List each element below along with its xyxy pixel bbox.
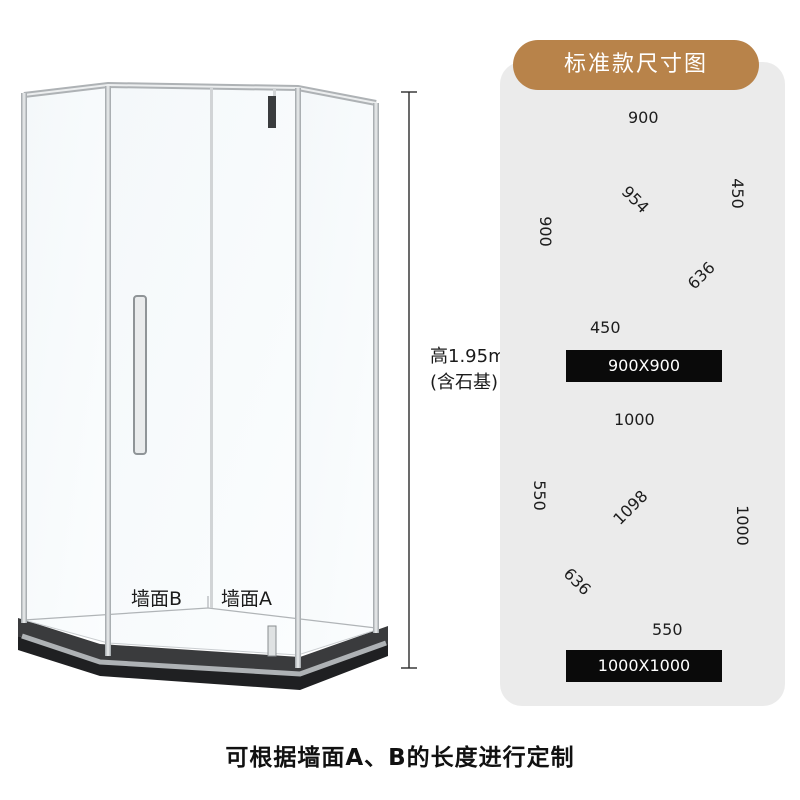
height-note: (含石基) [430, 372, 499, 393]
height-dimension [401, 91, 417, 669]
floor-lines [23, 596, 377, 629]
spec-panel [500, 62, 785, 706]
dim-1000-left: 550 [529, 480, 549, 511]
dim-900-bottom: 450 [590, 318, 621, 337]
dim-1000-bottom: 550 [652, 620, 683, 639]
dim-1000-right: 1000 [732, 505, 752, 546]
wall-a-label: 墙面A [221, 588, 272, 610]
door-handle[interactable] [133, 295, 147, 455]
dim-1000-top: 1000 [614, 410, 655, 429]
dim-900-top: 900 [628, 108, 659, 127]
spec-title-badge: 标准款尺寸图 [513, 40, 759, 90]
dim-900-left: 900 [535, 216, 555, 247]
bottom-hinge [267, 625, 277, 657]
height-value: 高1.95m [430, 346, 506, 367]
glass-panels [23, 84, 377, 656]
top-hinge [268, 96, 276, 128]
size-tag-1000: 1000X1000 [566, 650, 722, 682]
height-label: 高1.95m (含石基) [430, 344, 506, 396]
customization-caption: 可根据墙面A、B的长度进行定制 [225, 745, 575, 771]
dim-900-right: 450 [727, 178, 747, 209]
frame [21, 81, 387, 677]
size-tag-900: 900X900 [566, 350, 722, 382]
wall-b-label: 墙面B [131, 588, 183, 610]
